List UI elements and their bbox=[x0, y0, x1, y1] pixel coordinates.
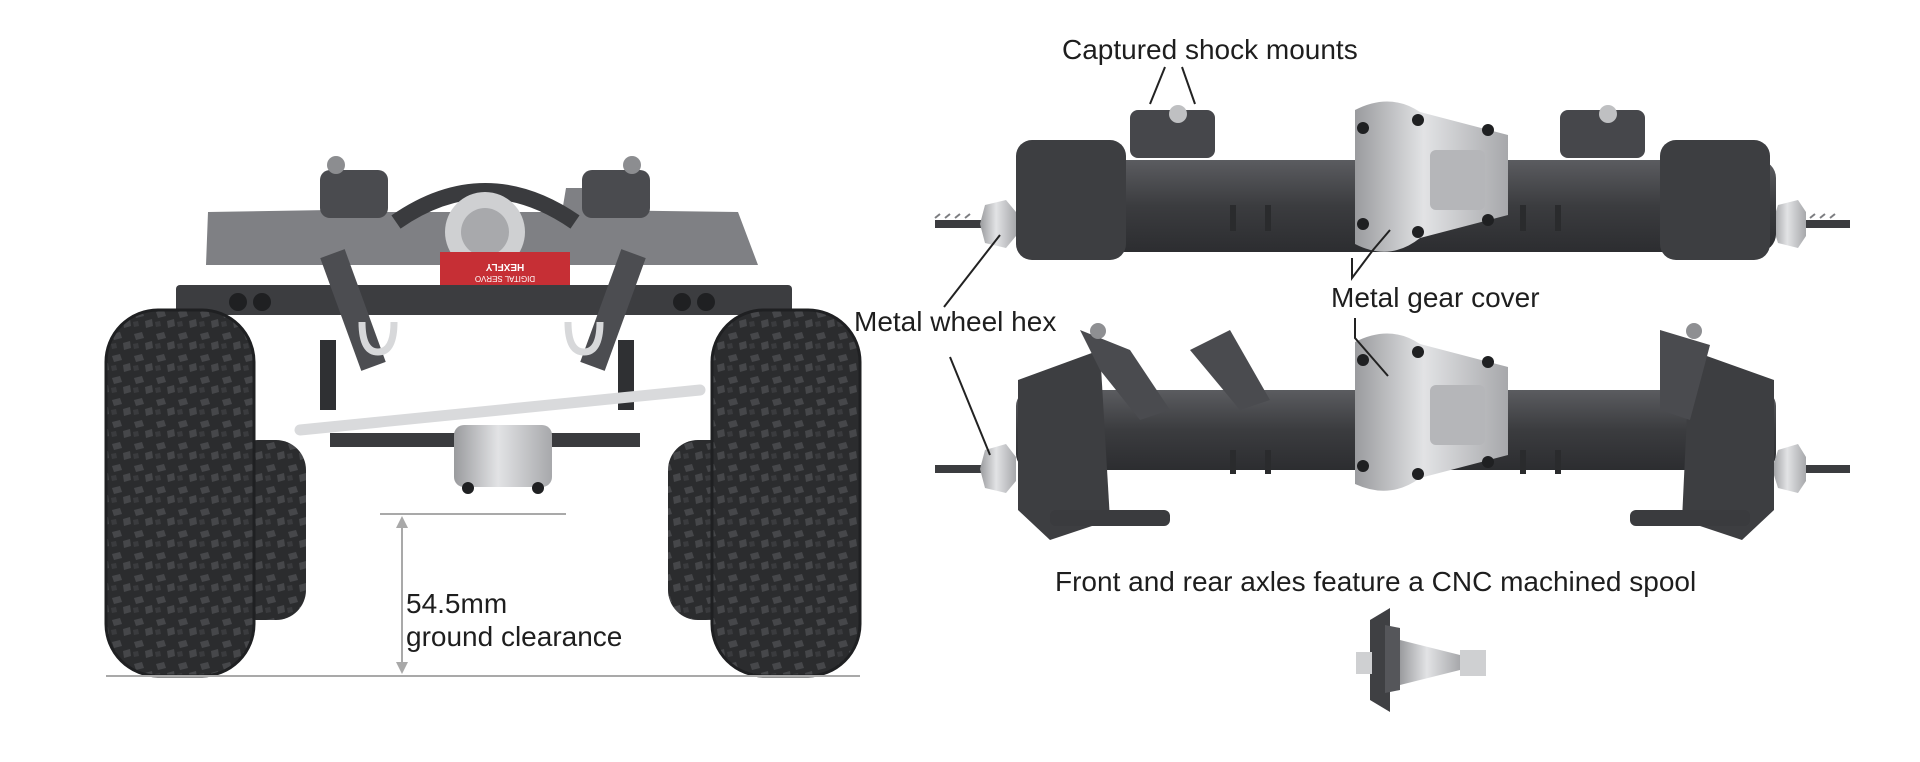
shackle-right bbox=[564, 321, 604, 356]
spool-caption: Front and rear axles feature a CNC machi… bbox=[1055, 566, 1697, 597]
steering-knuckle-left bbox=[1018, 350, 1110, 540]
wheel-hex-right-bottom bbox=[1772, 444, 1806, 493]
clearance-value: 54.5mm bbox=[406, 588, 508, 619]
wheel-hex-left-top bbox=[980, 200, 1016, 248]
gear-cover-bottom bbox=[1355, 333, 1508, 491]
rear-axle-assembly bbox=[934, 101, 1850, 260]
captured-shock-mounts-label: Captured shock mounts bbox=[1062, 34, 1358, 65]
cnc-spool bbox=[1356, 608, 1486, 712]
panhard-link bbox=[294, 384, 706, 436]
shock-tower-left bbox=[320, 170, 388, 218]
front-axle-assembly bbox=[935, 323, 1850, 540]
wheel-hex-left-bottom bbox=[980, 444, 1016, 493]
shock-tower-right bbox=[582, 170, 650, 218]
ground-clearance-label: 54.5mm ground clearance bbox=[406, 587, 622, 653]
ground-clearance-dimension bbox=[106, 513, 860, 677]
servo-brand-text: HEXFLY bbox=[485, 261, 524, 272]
shock-mount-right bbox=[1560, 110, 1645, 158]
chassis-rear-view: HEXFLY DIGITAL SERVO 25 bbox=[104, 156, 862, 678]
rear-bumper bbox=[176, 285, 792, 315]
clearance-text: ground clearance bbox=[406, 621, 623, 652]
shackle-left bbox=[358, 321, 398, 356]
gear-cover-top bbox=[1355, 101, 1508, 252]
shock-mount-left bbox=[1130, 110, 1215, 158]
rear-differential bbox=[454, 425, 552, 487]
metal-wheel-hex-label: Metal wheel hex bbox=[854, 306, 1057, 337]
wheel-hex-right-top bbox=[1772, 200, 1806, 248]
leader-lines bbox=[943, 66, 1391, 456]
steering-knuckle-right bbox=[1682, 350, 1774, 540]
servo-subtitle-text: DIGITAL SERVO bbox=[475, 274, 535, 283]
tire-right bbox=[710, 308, 862, 678]
metal-gear-cover-label: Metal gear cover bbox=[1331, 282, 1540, 313]
tire-left bbox=[104, 308, 256, 678]
